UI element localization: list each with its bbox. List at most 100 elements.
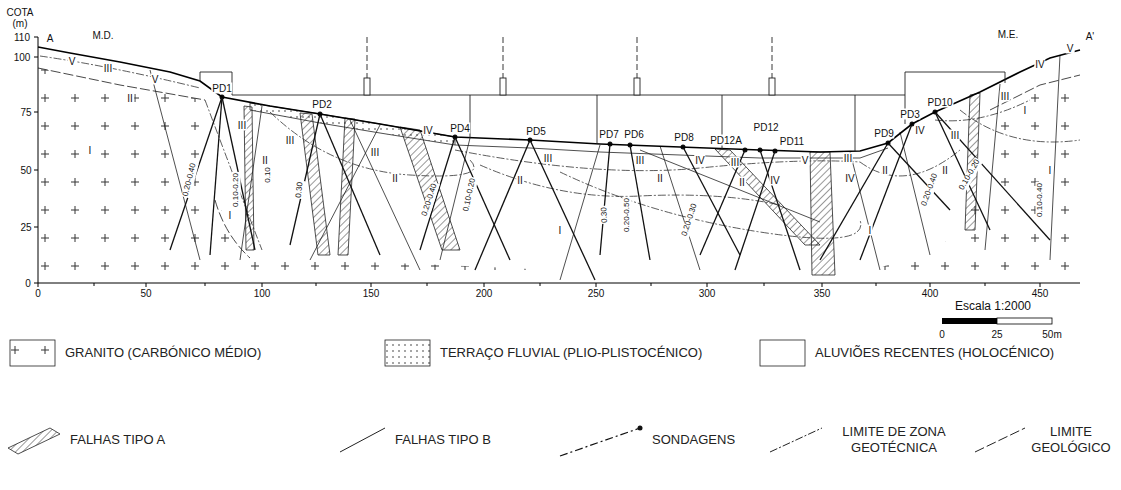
axis-number: 300: [698, 288, 717, 299]
borehole-sample-head: [638, 426, 643, 431]
joint-axis: [503, 37, 504, 78]
terrace-sample: [385, 340, 430, 366]
fault-b: [350, 120, 420, 270]
borehole: [222, 97, 255, 250]
granite-sample: [10, 340, 55, 366]
borehole: [475, 140, 530, 270]
zone-numeral: III: [950, 130, 960, 141]
joint-axis: [367, 37, 368, 78]
borehole: [530, 140, 595, 280]
alluvium-sample: [760, 340, 805, 366]
axis-number: 50: [139, 288, 152, 299]
borehole-value: 0.10: [264, 166, 273, 184]
zone-numeral: III: [237, 120, 247, 131]
joint-markers: [364, 37, 775, 95]
borehole-value: 0.20-0.40: [420, 182, 439, 219]
borehole-name: PD12: [752, 122, 779, 133]
axis-number: 75: [19, 107, 32, 118]
zone-numeral: V: [68, 56, 77, 67]
legend-text: FALHAS TIPO B: [395, 432, 491, 448]
axis-number: 250: [587, 288, 606, 299]
borehole-value: 0.30: [600, 206, 610, 224]
borehole: [888, 143, 950, 210]
zone-numeral: III: [285, 135, 295, 146]
borehole: [735, 151, 775, 270]
borehole-name: PD10: [926, 97, 953, 108]
axis-number: 100: [13, 52, 32, 63]
zone-numeral: II: [656, 173, 664, 184]
borehole-name: PD6: [623, 129, 644, 140]
legend-text: LIMITE GEOLÓGICO: [1028, 424, 1114, 457]
joint-box: [634, 78, 640, 95]
joint-box: [364, 78, 370, 95]
zone-numeral: II: [941, 165, 949, 176]
zone-numeral: I: [228, 210, 233, 221]
fault-a: [400, 127, 460, 250]
weathered-zone: [980, 50, 1080, 110]
scale-segment: [942, 318, 997, 324]
section-end-label: M.E.: [997, 29, 1020, 40]
section-end-label: A: [46, 33, 55, 44]
joint-axis: [637, 37, 638, 78]
structure-outline: [200, 72, 1005, 151]
section-end-label: A': [1085, 31, 1096, 42]
zone-numeral: IV: [422, 125, 433, 136]
zone-numeral: I: [558, 225, 563, 236]
borehole-name: PD3: [899, 109, 920, 120]
borehole: [935, 112, 1050, 240]
zone-numeral: II: [516, 175, 524, 186]
fault-b: [310, 125, 380, 260]
granite-area: [38, 47, 1080, 283]
legend-text: FALHAS TIPO A: [70, 432, 165, 448]
scale-segment: [997, 318, 1052, 324]
axis-number: 25: [19, 222, 32, 233]
zone-numeral: III: [103, 63, 113, 74]
borehole: [210, 97, 222, 255]
zone-numeral: IV: [1034, 59, 1045, 70]
scale-number: 25: [990, 329, 1003, 340]
zone-limit-sample: [770, 428, 822, 452]
zone-numeral: IV: [694, 155, 705, 166]
borehole: [600, 144, 610, 255]
borehole-name: PD4: [449, 123, 470, 134]
scale-number: 50m: [1041, 329, 1062, 340]
zone-numeral: IV: [844, 173, 855, 184]
legend-text: SONDAGENS: [652, 432, 735, 448]
weathered-zone: [200, 81, 985, 278]
joint-axis: [772, 37, 773, 78]
joint-box: [500, 78, 506, 95]
legend-text: ALUVIÕES RECENTES (HOLOCÉNICO): [815, 345, 1054, 361]
zone-limit: [40, 56, 200, 88]
zone-numeral: I: [868, 225, 873, 236]
zone-numeral: II: [126, 93, 134, 104]
geological-limits: [38, 68, 1080, 258]
zone-numeral: III: [1000, 91, 1010, 102]
borehole: [700, 150, 745, 255]
faults-type-b: [150, 55, 1060, 280]
section-end-label: M.D.: [91, 30, 114, 41]
fault-b: [150, 70, 200, 260]
borehole-value: 0.20-0.30: [680, 202, 699, 239]
borehole-value: 0.20-0.40: [920, 172, 941, 209]
y-ticks: [34, 37, 38, 283]
zone-numeral: V: [801, 155, 810, 166]
zone-numeral: I: [1048, 165, 1053, 176]
borehole: [455, 137, 510, 260]
borehole-name: PD11: [779, 136, 805, 147]
axis-number: 50: [19, 165, 32, 176]
borehole-name: PD9: [873, 128, 894, 139]
zone-numeral: IV: [769, 175, 780, 186]
zone-numeral: III: [370, 147, 380, 158]
zone-numeral: II: [738, 177, 746, 188]
axis-number: 350: [813, 288, 832, 299]
borehole: [760, 150, 800, 270]
legend-text: GRANITO (CARBÓNICO MÉDIO): [65, 345, 261, 361]
borehole: [630, 145, 650, 260]
zone-numeral: III: [730, 157, 740, 168]
zone-numeral: IV: [914, 125, 925, 136]
zone-limits: [40, 56, 1080, 250]
scale-bar: [942, 318, 1052, 324]
ground-surface: [38, 47, 1080, 152]
